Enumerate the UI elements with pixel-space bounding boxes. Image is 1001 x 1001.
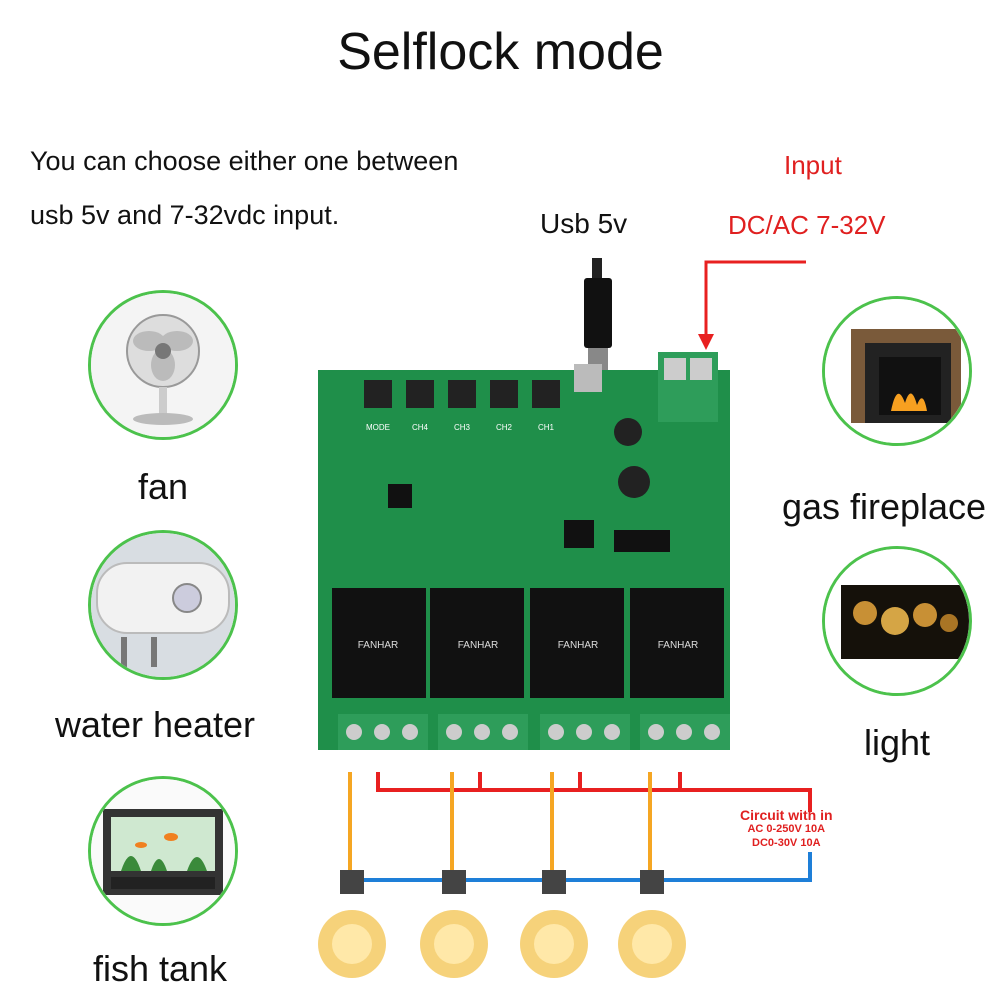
intro-text: You can choose either one between usb 5v… (30, 134, 458, 242)
relay-brand-4: FANHAR (658, 640, 699, 651)
usb-label: Usb 5v (540, 208, 628, 239)
relay-board: MODE CH4 CH3 CH2 CH1 FANHAR FANHAR FANHA… (318, 352, 730, 750)
light-bulb-icon (420, 870, 488, 978)
input-label: Input (784, 150, 842, 180)
relay-brand-2: FANHAR (458, 640, 499, 651)
circuit-note-line-2: AC 0-250V 10A (747, 823, 826, 835)
fireplace-icon (825, 299, 969, 443)
dc-input-label: DC/AC 7-32V (728, 210, 886, 240)
gas-fireplace-circle (822, 296, 972, 446)
light-bulb-icon (318, 870, 386, 978)
light-label: light (863, 722, 931, 763)
relay-brand-1: FANHAR (358, 640, 399, 651)
gas-fireplace-label: gas fireplace (781, 486, 987, 527)
fish-tank-label: fish tank (92, 948, 228, 989)
water-heater-icon (91, 533, 235, 677)
intro-line-1: You can choose either one between (30, 146, 459, 176)
buttons-row (364, 380, 560, 408)
circuit-note: Circuit with in AC 0-250V 10A DC0-30V 10… (740, 808, 833, 850)
bulbs-icon (825, 549, 969, 693)
fan-circle (88, 290, 238, 440)
light-circle (822, 546, 972, 696)
circuit-note-line-1: Circuit with in (740, 807, 833, 823)
water-heater-label: water heater (54, 704, 256, 745)
button-label-ch1: CH1 (538, 423, 555, 432)
circuit-note-line-3: DC0-30V 10A (752, 837, 821, 849)
fan-label: fan (137, 466, 189, 507)
fish-tank-icon (91, 779, 235, 923)
relay-brand-3: FANHAR (558, 640, 599, 651)
fan-icon (91, 293, 235, 437)
button-label-ch4: CH4 (412, 423, 429, 432)
button-label-mode: MODE (366, 423, 390, 432)
light-bulb-icon (618, 870, 686, 978)
page-title: Selflock mode (337, 23, 664, 81)
button-label-ch3: CH3 (454, 423, 471, 432)
intro-line-2: usb 5v and 7-32vdc input. (30, 200, 340, 230)
water-heater-circle (88, 530, 238, 680)
light-bulb-icon (520, 870, 588, 978)
button-label-ch2: CH2 (496, 423, 513, 432)
fish-tank-circle (88, 776, 238, 926)
arrow-down-icon (698, 260, 806, 350)
